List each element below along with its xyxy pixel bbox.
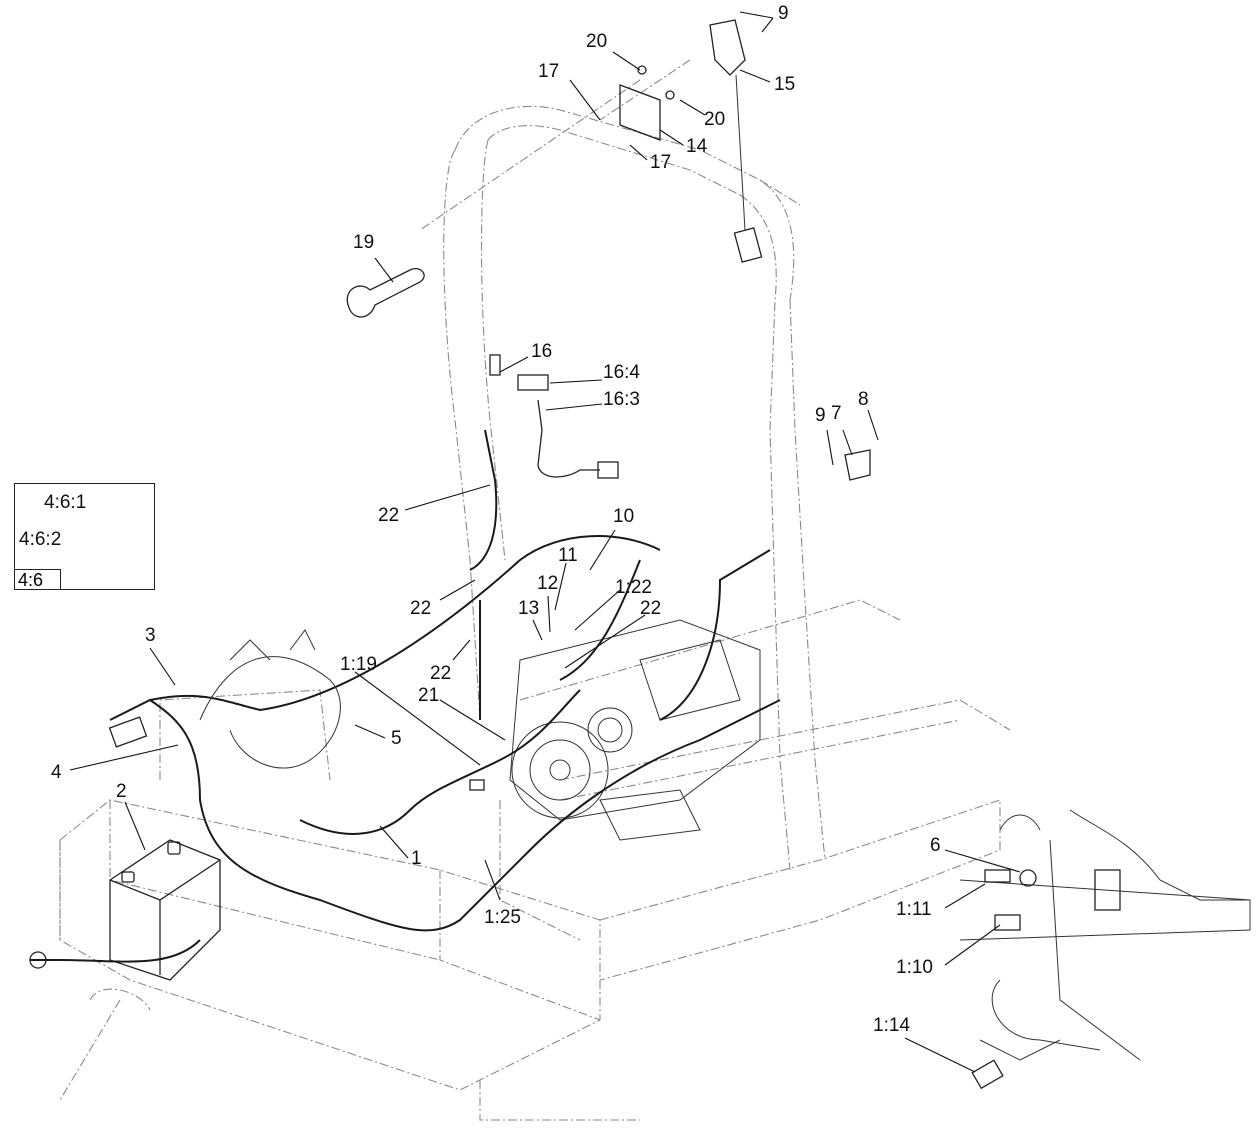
inset-tab-label: 4:6 bbox=[15, 569, 61, 590]
inset-callout-4-6-1: 4:6:1 bbox=[44, 492, 87, 513]
callout-1-25: 1:25 bbox=[484, 907, 521, 928]
callout-17-mid: 17 bbox=[650, 152, 672, 173]
callout-11: 11 bbox=[558, 545, 578, 566]
callout-16: 16 bbox=[531, 341, 553, 362]
callout-8: 8 bbox=[858, 389, 869, 410]
callout-2: 2 bbox=[116, 781, 127, 802]
callout-13: 13 bbox=[518, 598, 540, 619]
battery bbox=[109, 839, 221, 981]
callout-10: 10 bbox=[613, 506, 635, 527]
callout-1-14: 1:14 bbox=[873, 1015, 910, 1036]
callout-22-d: 22 bbox=[430, 663, 452, 684]
callout-3: 3 bbox=[145, 625, 156, 646]
callout-22-c: 22 bbox=[410, 598, 432, 619]
callout-1-22: 1:22 bbox=[615, 577, 652, 598]
engine bbox=[509, 619, 761, 841]
roll-bar bbox=[419, 59, 826, 871]
callout-17-top: 17 bbox=[538, 61, 560, 82]
callout-9-top: 9 bbox=[778, 3, 789, 24]
callout-22-b: 22 bbox=[640, 598, 662, 619]
callout-6: 6 bbox=[930, 835, 941, 856]
callout-7: 7 bbox=[831, 403, 842, 424]
leader-lines bbox=[69, 11, 1021, 1073]
chassis-frame bbox=[59, 599, 1011, 1121]
callout-20-mid: 20 bbox=[704, 109, 726, 130]
detail-view bbox=[959, 809, 1251, 1090]
callout-9-right: 9 bbox=[815, 405, 826, 426]
callout-21: 21 bbox=[418, 685, 440, 706]
callout-16-4: 16:4 bbox=[603, 362, 640, 383]
inset-callout-4-6-2: 4:6:2 bbox=[19, 529, 62, 550]
upper-parts bbox=[346, 19, 871, 481]
callout-12: 12 bbox=[537, 573, 559, 594]
callout-1-10: 1:10 bbox=[896, 957, 933, 978]
callout-1-19: 1:19 bbox=[340, 654, 377, 675]
inset-4-6-box: 4:6 bbox=[14, 483, 155, 590]
callout-1: 1 bbox=[411, 848, 422, 869]
callout-14: 14 bbox=[686, 136, 708, 157]
callout-16-3: 16:3 bbox=[603, 389, 640, 410]
callout-5: 5 bbox=[391, 728, 402, 749]
callout-20-top: 20 bbox=[586, 31, 608, 52]
callout-4: 4 bbox=[51, 762, 62, 783]
callout-1-11: 1:11 bbox=[896, 899, 932, 920]
callout-15: 15 bbox=[774, 74, 796, 95]
callout-19: 19 bbox=[353, 232, 375, 253]
wire-harness bbox=[29, 429, 781, 969]
callout-22-a: 22 bbox=[378, 505, 400, 526]
